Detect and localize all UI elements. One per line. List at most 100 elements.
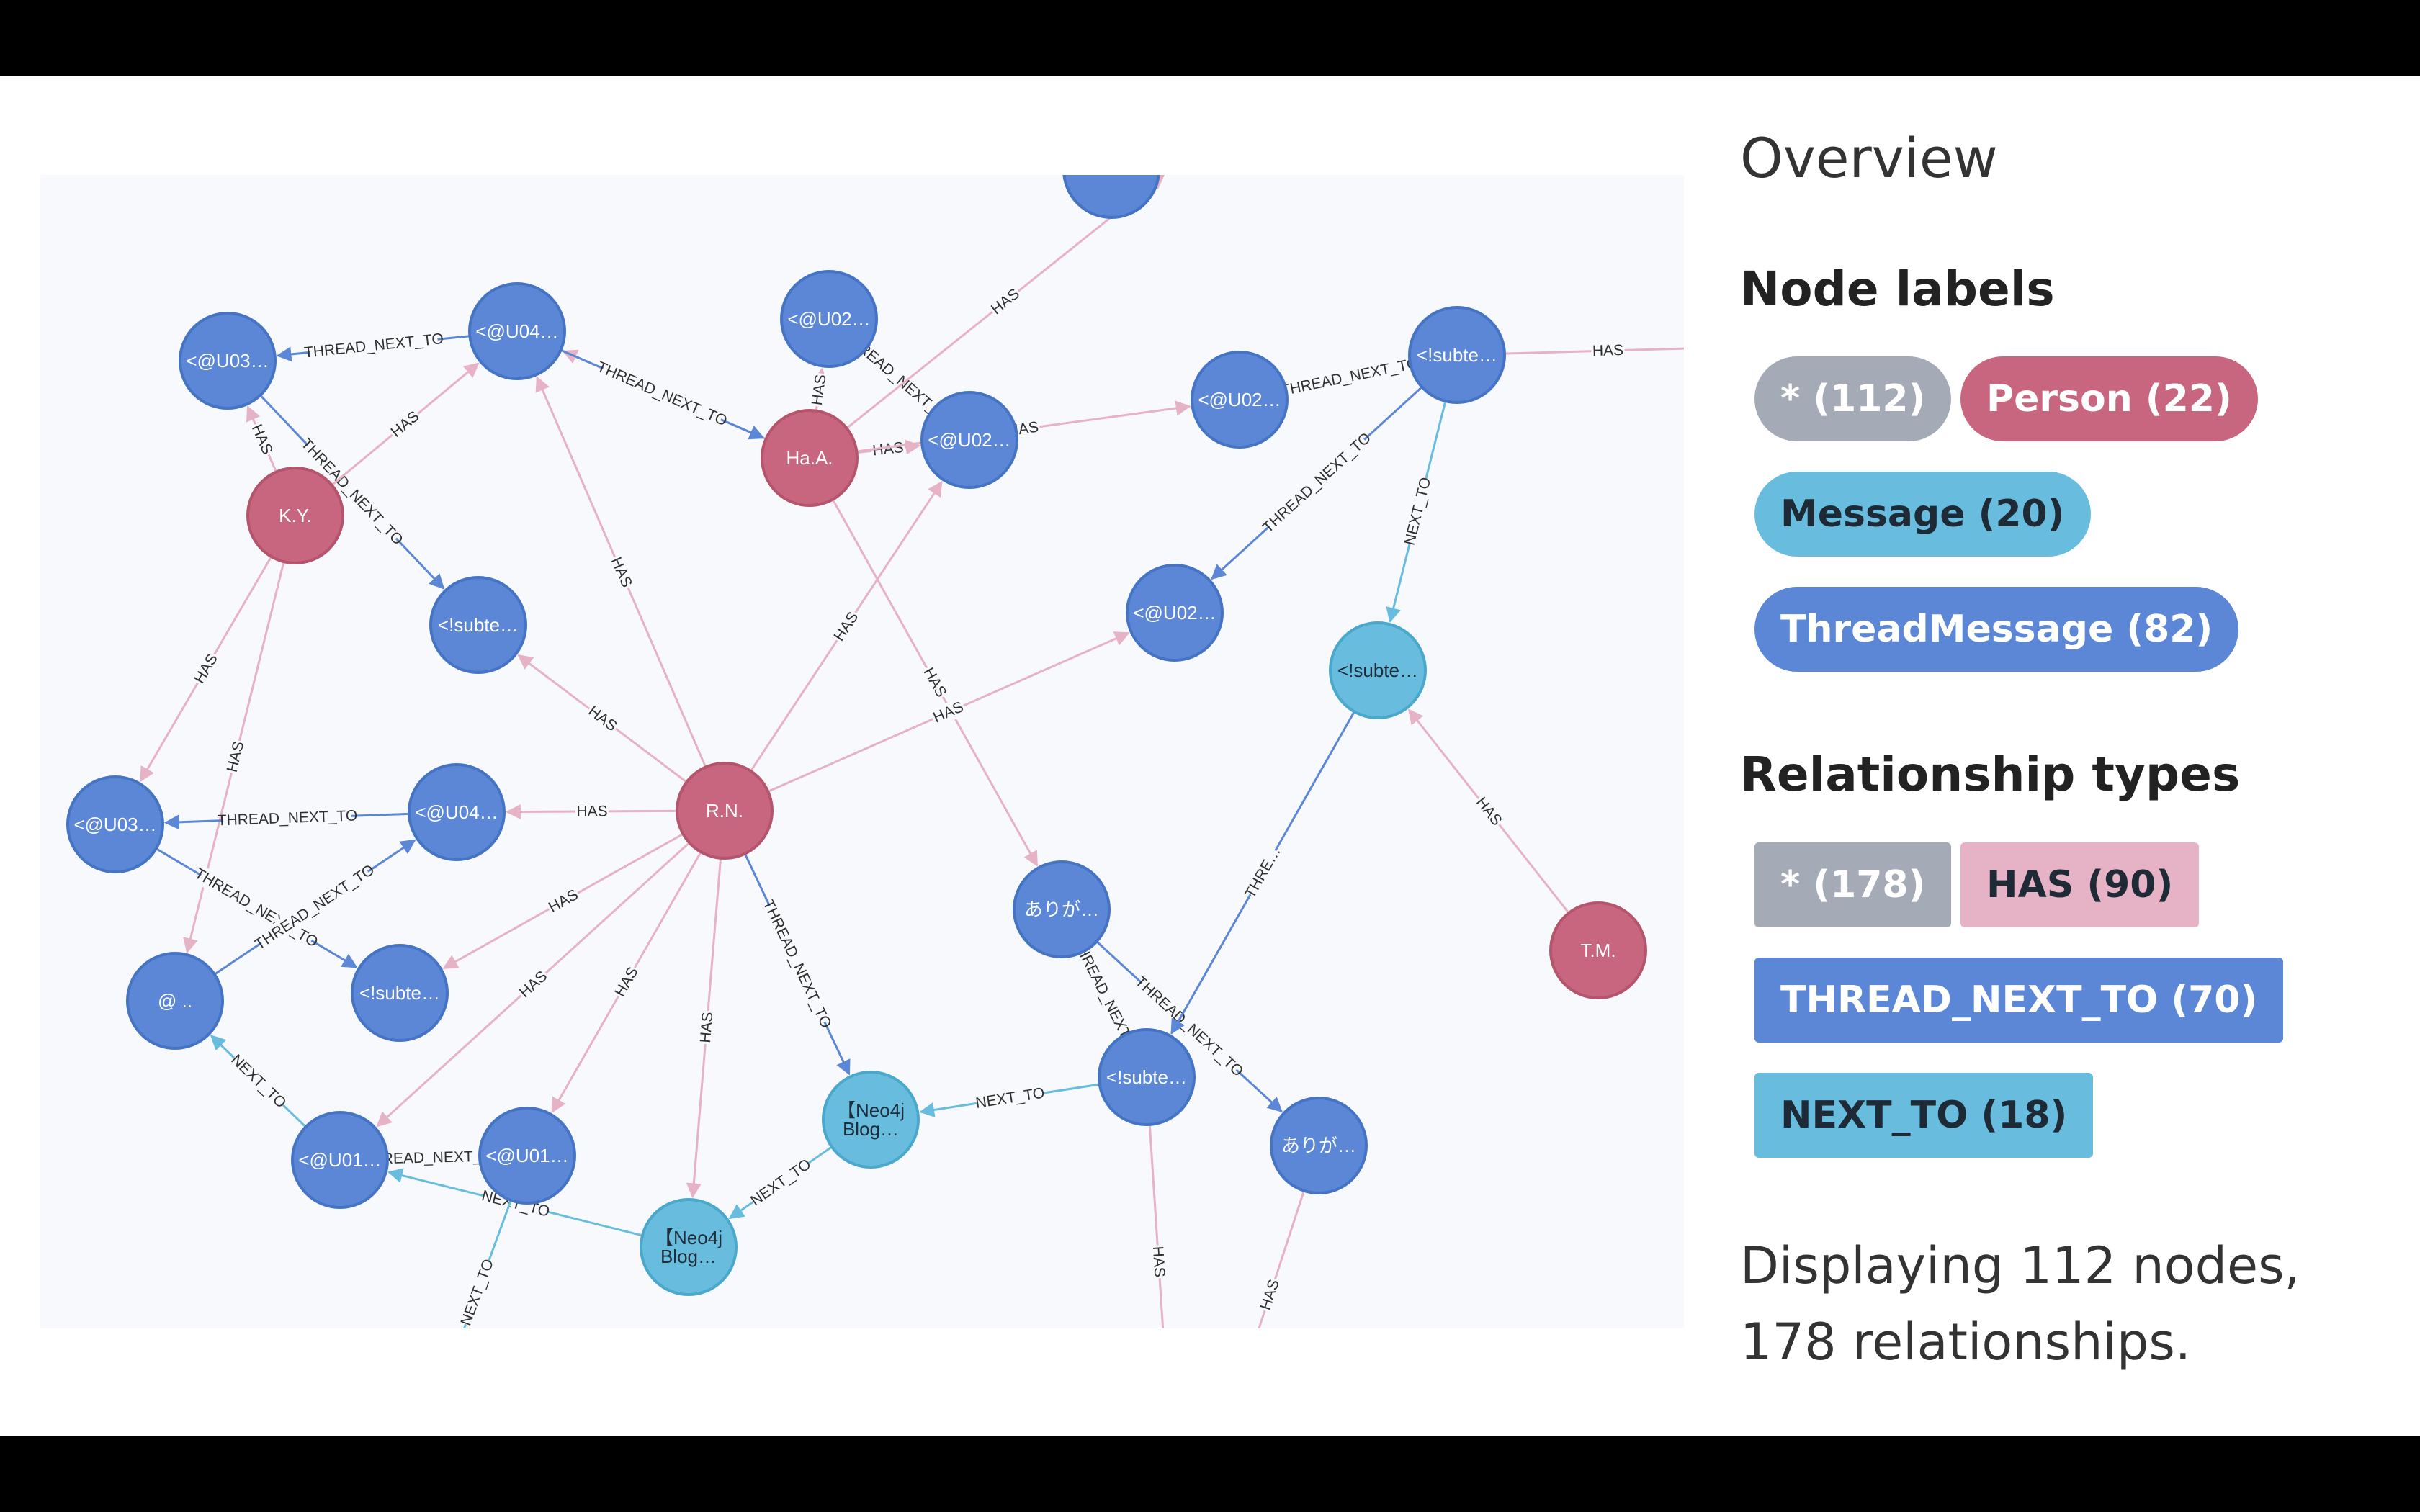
relationship-thread-next-to[interactable]: THREAD_NEXT_TO [276, 329, 470, 362]
node-circle[interactable] [640, 1198, 738, 1296]
node-circle[interactable] [179, 312, 277, 410]
relationship-has[interactable]: HAS [505, 801, 678, 822]
relationship-has[interactable]: HAS [331, 362, 480, 486]
relationship-label-bg [918, 663, 951, 702]
node-circle[interactable] [126, 952, 224, 1050]
node-circle[interactable] [1329, 621, 1427, 719]
node-person[interactable]: T.M. [1549, 901, 1647, 999]
overview-panel: Overview Node labels * (112) Person (22)… [1740, 76, 2388, 1436]
relationship-has[interactable]: HAS [1504, 341, 1684, 361]
node-label-person[interactable]: Person (22) [1960, 356, 2258, 441]
relationship-has[interactable]: HAS [767, 631, 1130, 793]
node-caption: K.Y. [279, 505, 312, 526]
node-threadmessage[interactable]: @ .. [126, 952, 224, 1050]
node-threadmessage[interactable]: <@U04… [468, 282, 566, 380]
bottom-letterbox [0, 1436, 2420, 1512]
node-threadmessage[interactable] [1062, 175, 1160, 219]
node-threadmessage[interactable]: <!subte… [351, 944, 449, 1042]
node-threadmessage[interactable]: <@U01… [291, 1111, 389, 1209]
node-circle[interactable] [1062, 175, 1160, 219]
node-threadmessage[interactable]: ありが… [1013, 860, 1111, 958]
node-label-message[interactable]: Message (20) [1754, 472, 2091, 557]
relationship-next-to[interactable]: NEXT_TO [210, 1035, 307, 1128]
relationship-label: HAS [697, 1012, 716, 1044]
node-circle[interactable] [780, 270, 878, 368]
relationship-label-bg [246, 420, 277, 459]
relationship-label-bg [1591, 341, 1625, 361]
node-circle[interactable] [920, 391, 1018, 489]
node-circle[interactable] [1191, 351, 1289, 449]
relationship-has[interactable]: HAS [1407, 708, 1570, 914]
node-circle[interactable] [1549, 901, 1647, 999]
node-circle[interactable] [761, 409, 859, 507]
node-threadmessage[interactable]: <!subte… [1408, 306, 1506, 404]
node-threadmessage[interactable]: <@U04… [408, 763, 506, 861]
node-circle[interactable] [246, 467, 344, 564]
node-circle[interactable] [822, 1071, 920, 1169]
node-threadmessage[interactable]: ありが… [1270, 1097, 1368, 1194]
node-circle[interactable] [468, 282, 566, 380]
relationship-thread-next-to[interactable]: THREAD_NEXT_TO [1279, 354, 1420, 400]
relationship-type-next-to[interactable]: NEXT_TO (18) [1754, 1073, 2094, 1158]
node-circle[interactable] [1408, 306, 1506, 404]
node-threadmessage[interactable]: <@U02… [780, 270, 878, 368]
relationship-label-bg [1148, 1244, 1170, 1279]
node-person[interactable]: K.Y. [246, 467, 344, 564]
relationship-type-all[interactable]: * (178) [1754, 842, 1952, 927]
node-threadmessage[interactable]: <!subte… [1098, 1028, 1196, 1126]
node-threadmessage[interactable]: <@U02… [1191, 351, 1289, 449]
node-threadmessage[interactable]: <@U02… [920, 391, 1018, 489]
relationship-next-to[interactable]: NEXT_TO [919, 1083, 1100, 1117]
node-threadmessage[interactable]: <@U01… [478, 1107, 576, 1205]
relationship-thread-next-to[interactable]: THREAD_NEXT_TO [163, 806, 410, 830]
node-label-threadmessage[interactable]: ThreadMessage (82) [1754, 587, 2239, 672]
relationship-has[interactable]: HAS [807, 367, 831, 411]
node-circle[interactable] [478, 1107, 576, 1205]
node-circle[interactable] [66, 775, 164, 873]
node-person[interactable]: Ha.A. [761, 409, 859, 507]
node-threadmessage[interactable]: <@U02… [1126, 564, 1224, 662]
node-circle[interactable] [408, 763, 506, 861]
relationship-has[interactable]: HAS [517, 654, 688, 783]
relationship-label-bg [929, 697, 967, 728]
node-message[interactable]: 【Neo4jBlog… [640, 1198, 738, 1296]
node-circle[interactable] [291, 1111, 389, 1209]
node-circle[interactable] [429, 576, 527, 674]
relationship-has[interactable]: HAS [856, 438, 921, 461]
node-circle[interactable] [1098, 1028, 1196, 1126]
relationship-line[interactable] [1148, 1124, 1168, 1328]
relationship-has[interactable]: HAS [139, 556, 273, 783]
relationship-type-has[interactable]: HAS (90) [1960, 842, 2200, 927]
node-circle[interactable] [1270, 1097, 1368, 1194]
node-threadmessage[interactable]: <@U03… [179, 312, 277, 410]
node-threadmessage[interactable]: <@U03… [66, 775, 164, 873]
node-message[interactable]: <!subte… [1329, 621, 1427, 719]
relationship-thread-next-to[interactable]: THRE… [1170, 711, 1355, 1035]
relationship-next-to[interactable]: NEXT_TO [728, 1146, 833, 1220]
relationship-has[interactable]: HAS [1148, 1124, 1170, 1328]
node-circle[interactable] [1013, 860, 1111, 958]
node-label-all[interactable]: * (112) [1754, 356, 1952, 441]
relationship-has[interactable]: HAS [1236, 1190, 1305, 1328]
relationship-thread-next-to[interactable]: THREAD_NEXT_TO [743, 853, 851, 1076]
relationship-type-thread-next-to[interactable]: THREAD_NEXT_TO (70) [1754, 958, 2284, 1043]
node-threadmessage[interactable]: <!subte… [429, 576, 527, 674]
relationship-has[interactable]: HAS [831, 498, 1039, 867]
node-circle[interactable] [1126, 564, 1224, 662]
relationship-has[interactable]: HAS [856, 400, 1191, 453]
relationship-next-to[interactable]: NEXT_TO [444, 1200, 512, 1328]
node-circle[interactable] [351, 944, 449, 1042]
relationship-label-bg [1400, 476, 1435, 546]
relationship-label-bg [367, 1146, 497, 1169]
relationship-has[interactable]: HAS [686, 858, 722, 1199]
relationship-has[interactable]: HAS [246, 405, 277, 473]
node-person[interactable]: R.N. [676, 762, 774, 860]
relationship-has[interactable]: HAS [535, 376, 707, 768]
relationship-next-to[interactable]: NEXT_TO [1386, 400, 1447, 624]
relationship-thread-next-to[interactable]: THREAD_NEXT_TO [560, 348, 765, 440]
node-circle[interactable] [676, 762, 774, 860]
node-message[interactable]: 【Neo4jBlog… [822, 1071, 920, 1169]
node-caption: <@U02… [1198, 389, 1281, 410]
